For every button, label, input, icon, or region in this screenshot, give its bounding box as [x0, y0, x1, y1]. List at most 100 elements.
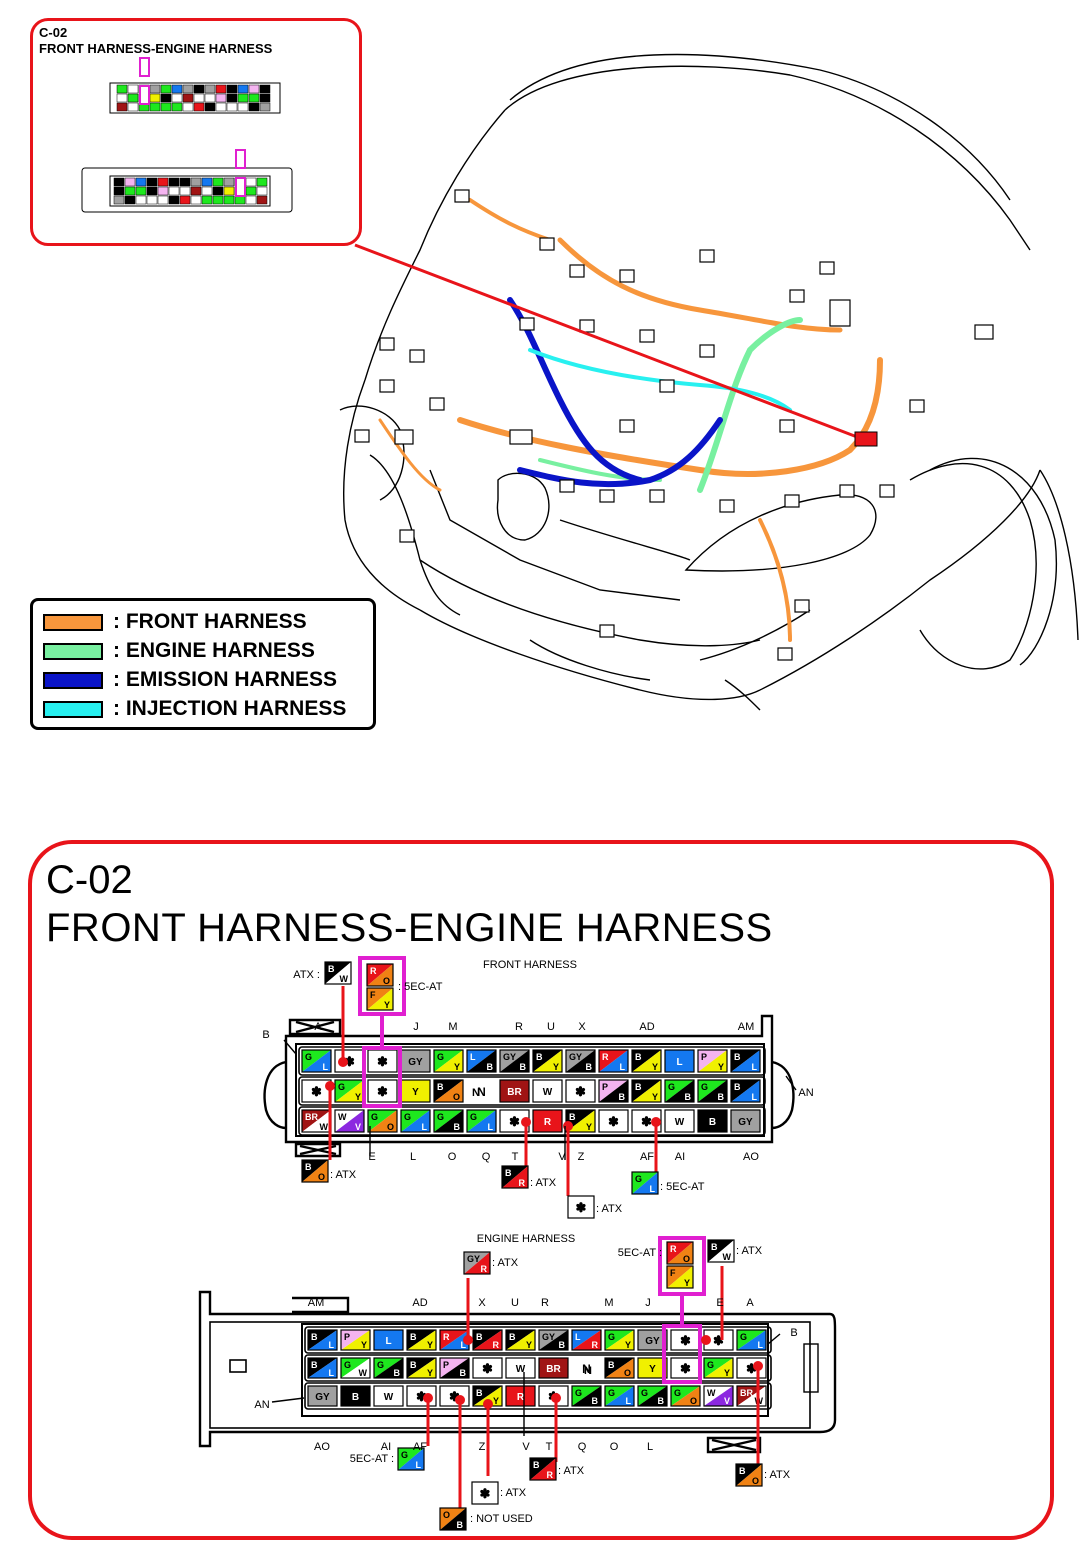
wire-cell-label: V [355, 1122, 361, 1132]
wire-cell-stripe [500, 1050, 529, 1072]
wire-cell: BR [529, 1457, 557, 1481]
wire-cell-box [367, 1109, 398, 1133]
wire-cell-box [366, 987, 394, 1011]
wire-cell-label: B [437, 1082, 444, 1092]
wire-cell-stripe [698, 1080, 727, 1102]
wire-cell-label: B [476, 1332, 483, 1342]
wire-cell-box [433, 1049, 464, 1073]
wire-cell-label: O [387, 1122, 394, 1132]
wire-cell-box [433, 1079, 464, 1103]
wire-cell-label: ✽ [746, 1361, 757, 1376]
mini-cell [212, 195, 224, 205]
wire-cell-label: L [676, 1057, 682, 1068]
front-connector-highlights [358, 956, 406, 1108]
front-harness-line [457, 357, 883, 477]
wire-cell-stripe [605, 1386, 634, 1406]
wire-cell: GY [307, 1385, 338, 1407]
mini-cell [190, 177, 202, 187]
legend-swatch [43, 700, 103, 718]
wire-cell-label: Y [493, 1396, 499, 1406]
wire-cell-label: GY [569, 1052, 582, 1062]
wire-cell-label: Y [355, 1092, 361, 1102]
wire-cell-label: L [752, 1092, 758, 1102]
wire-cell: W [532, 1079, 563, 1103]
wire-cell-box [567, 1195, 595, 1219]
inset-engine-connector [81, 149, 293, 213]
wire-cell-label: P [344, 1332, 350, 1342]
wire-cell-label: O [683, 1254, 690, 1264]
wire-cell-label: R [519, 1178, 526, 1188]
mini-cell [171, 93, 183, 103]
mini-cell [226, 93, 238, 103]
wire-cell-box [400, 1109, 431, 1133]
mini-cell [193, 102, 205, 112]
wire-cell-label: G [608, 1388, 615, 1398]
wire-cell-box [707, 1239, 735, 1263]
wire-cell-box [664, 1109, 695, 1133]
mini-cell [157, 195, 169, 205]
wire-cell-box [373, 1357, 404, 1379]
wire-cell-label: B [305, 1162, 312, 1172]
wire-cell: R [532, 1109, 563, 1133]
legend-item-injection: : INJECTION HARNESS [43, 697, 346, 720]
wire-cell-box [439, 1357, 470, 1379]
wire-cell-stripe [302, 1160, 328, 1182]
wire-cell: N [477, 1085, 486, 1099]
wire-cell-box [505, 1385, 536, 1407]
mini-cell [182, 84, 194, 94]
mini-cell [182, 102, 194, 112]
wire-cell-label: O [752, 1476, 759, 1486]
engine-connector-highlights [658, 1236, 706, 1384]
wire-cell-stripe [302, 1110, 331, 1132]
wire-cell-label: GY [503, 1052, 516, 1062]
wire-cell: PY [697, 1049, 728, 1073]
wire-cell-box [604, 1357, 635, 1379]
wire-cell: BL [307, 1357, 338, 1379]
mini-cell [124, 177, 136, 187]
wire-cell-stripe [605, 1358, 634, 1378]
wire-cell-label: Y [384, 1000, 390, 1010]
wire-cell: GB [433, 1109, 464, 1133]
connector-row [298, 1106, 766, 1136]
wire-cell-label: ✽ [575, 1084, 586, 1099]
mini-cell [113, 177, 125, 187]
wire-cell-stripe [667, 1266, 693, 1288]
legend-label: : ENGINE HARNESS [113, 639, 315, 662]
wire-cell-label: W [338, 1112, 347, 1122]
wire-cell-box [697, 1079, 728, 1103]
wire-cell: BY [406, 1329, 437, 1351]
wire-cell-stripe [467, 1050, 496, 1072]
wire-cell-box [703, 1357, 734, 1379]
wire-cell: BL [730, 1079, 761, 1103]
wire-cell-label: ✽ [680, 1361, 691, 1376]
wire-cell-label: B [559, 1340, 566, 1350]
wire-cell-box [406, 1357, 437, 1379]
wire-cell-box [538, 1329, 569, 1351]
wire-cell-label: W [359, 1368, 368, 1378]
wire-cell-label: B [586, 1062, 593, 1072]
wire-cell-label: B [685, 1092, 692, 1102]
wire-cell-label: L [461, 1340, 467, 1350]
wire-cell-label: P [701, 1052, 707, 1062]
wire-cell-label: ✽ [449, 1389, 460, 1404]
mini-cell [201, 186, 213, 196]
mini-cell [179, 177, 191, 187]
mini-cell [113, 195, 125, 205]
wire-cell-label: GY [542, 1332, 555, 1342]
wire-cell-label: B [608, 1360, 615, 1370]
mini-cell [157, 186, 169, 196]
wire-cell-stripe [632, 1050, 661, 1072]
wire-cell: WV [334, 1109, 365, 1133]
wire-cell: GY [604, 1329, 635, 1351]
wire-cell-label: ✽ [576, 1200, 587, 1215]
wire-cell-stripe [335, 1080, 364, 1102]
wire-cell-label: Y [586, 1122, 592, 1132]
wire-cell-stripe [599, 1050, 628, 1072]
wire-cell-box [666, 1265, 694, 1289]
wire-cell: ✽ [670, 1329, 701, 1351]
wire-cell: GB [637, 1385, 668, 1407]
connector-row [304, 1354, 772, 1382]
wire-cell-stripe [473, 1330, 502, 1350]
wire-cell-label: GY [467, 1254, 480, 1264]
mini-cell [116, 84, 128, 94]
